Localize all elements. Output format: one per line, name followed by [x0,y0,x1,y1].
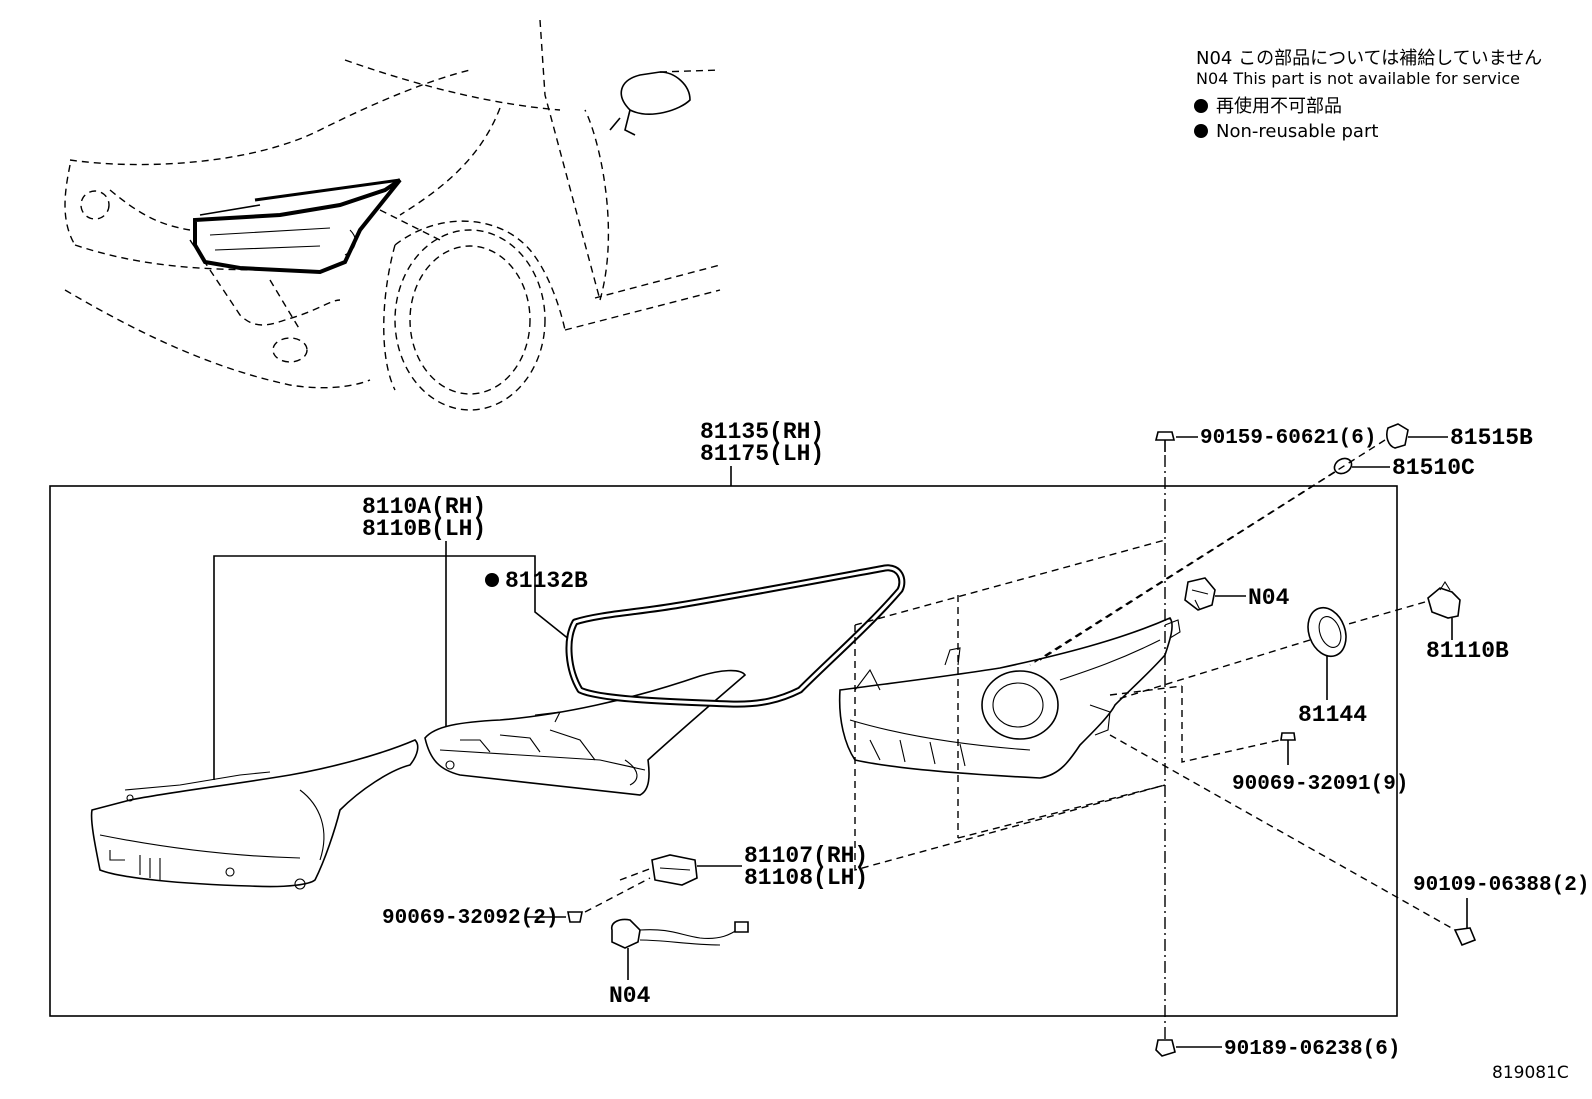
label-cover: 81144 [1298,702,1367,728]
label-computer-rh: 81107(RH) [744,843,868,869]
label-gasket: 81132B [505,568,588,594]
label-n04-bottom: N04 [609,983,651,1009]
leader-lines [584,439,1456,931]
vehicle-front-illustration [64,19,721,411]
note-nonreusable-en: Non-reusable part [1216,121,1378,142]
headlamp-housing [838,617,1181,779]
assembly-boundary [49,485,1398,1017]
n04-top-part [1184,577,1246,611]
label-screw-bottom: 90189-06238(6) [1224,1038,1400,1061]
label-unit-lh: 8110B(LH) [362,516,486,542]
label-screw-left: 90069-32092(2) [382,907,558,930]
bulb-socket [1386,423,1448,449]
non-reusable-bullet-icon [485,573,499,587]
note-nonreusable-jp: 再使用不可部品 [1216,96,1342,117]
headlamp-lens [90,739,419,890]
screw-far-right [1453,898,1477,947]
label-unit-rh: 8110A(RH) [362,494,486,520]
label-screw-right: 90069-32091(9) [1232,773,1408,796]
label-bulb-small: 81510C [1392,455,1475,481]
label-socket-top: 81515B [1450,425,1533,451]
label-assy-rh: 81135(RH) [700,419,824,445]
screw-top [1154,431,1198,452]
diagram-reference-number: 819081C [1492,1063,1569,1083]
n04-harness [610,918,749,980]
socket-cover [1307,606,1347,700]
label-screw-far-right: 90109-06388(2) [1413,874,1589,897]
screw-right [1280,732,1296,765]
label-computer-lh: 81108(LH) [744,865,868,891]
note-n04-en: N04 This part is not available for servi… [1196,69,1520,88]
legend-notes: N04 この部品については補給していません N04 This part is n… [1194,48,1542,142]
label-assy-lh: 81175(LH) [700,441,824,467]
screw-bottom [1155,1039,1222,1057]
note-n04-jp: N04 この部品については補給していません [1196,48,1542,69]
small-bulb [1333,457,1390,475]
label-screw-top: 90159-60621(6) [1200,427,1376,450]
non-reusable-bullet-icon [1194,99,1208,113]
headlamp-computer [651,854,742,886]
headlamp-bulb [1427,580,1461,640]
label-n04-top: N04 [1248,585,1290,611]
label-bulb: 81110B [1426,638,1509,664]
screw-left [526,911,583,923]
gasket-seal [565,564,906,708]
non-reusable-bullet-icon [1194,124,1208,138]
